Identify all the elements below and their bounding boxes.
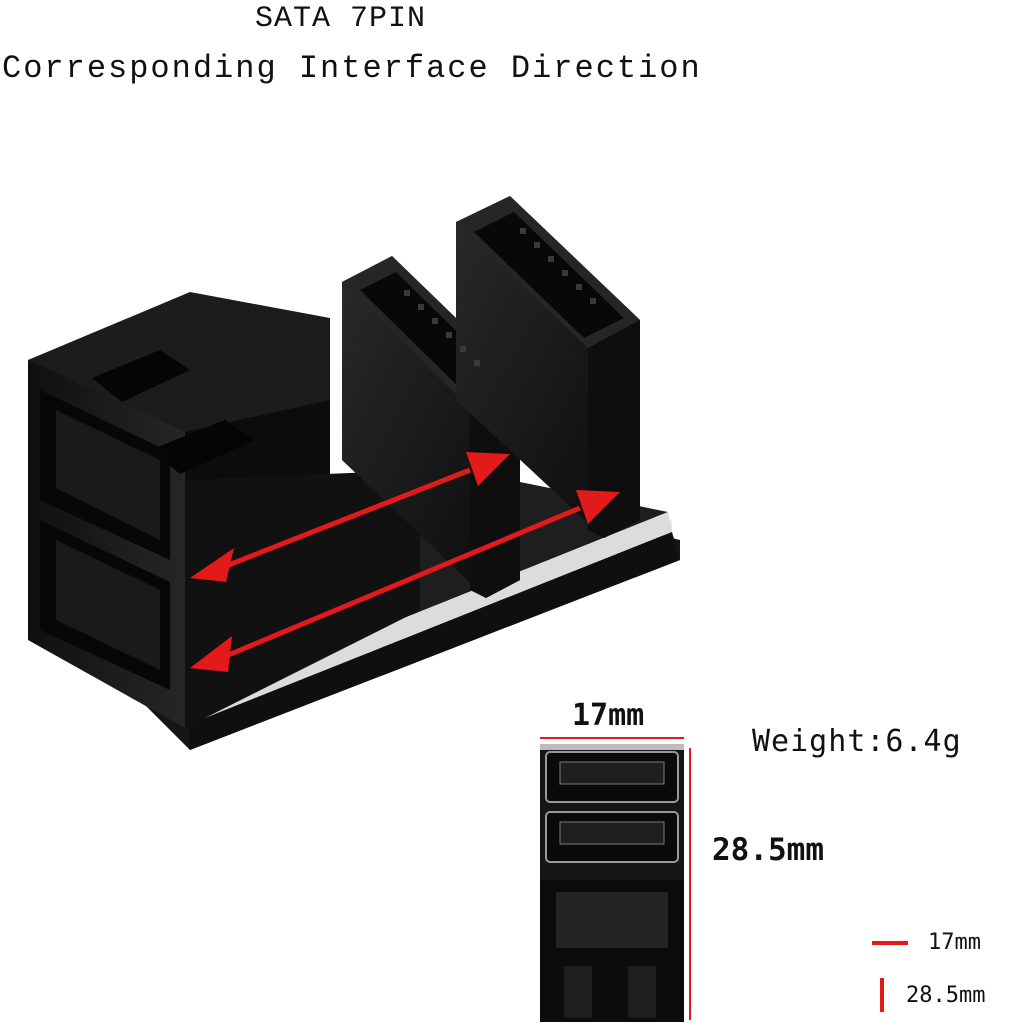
pin-row — [404, 228, 596, 366]
legend-item-height: 28.5mm — [872, 978, 985, 1012]
legend-label: 17mm — [928, 930, 981, 955]
sata-adapter-top-view — [540, 737, 691, 1022]
legend-item-width: 17mm — [872, 930, 981, 955]
page-subtitle: Corresponding Interface Direction — [2, 50, 702, 87]
height-dimension-label: 28.5mm — [712, 832, 824, 868]
direction-arrow-1 — [190, 452, 510, 582]
legend-label: 28.5mm — [906, 982, 986, 1008]
page-title: SATA 7PIN — [255, 2, 427, 36]
direction-arrow-2 — [190, 490, 620, 672]
vertical-sata-connector-2 — [456, 196, 640, 538]
width-dimension-label: 17mm — [572, 698, 645, 733]
vertical-red-line-icon — [880, 978, 884, 1012]
weight-label: Weight:6.4g — [752, 724, 962, 759]
connector-slot — [150, 420, 255, 474]
horizontal-red-line-icon — [872, 940, 908, 945]
sata-adapter-main-view — [28, 196, 680, 750]
connector-slot — [92, 350, 190, 402]
